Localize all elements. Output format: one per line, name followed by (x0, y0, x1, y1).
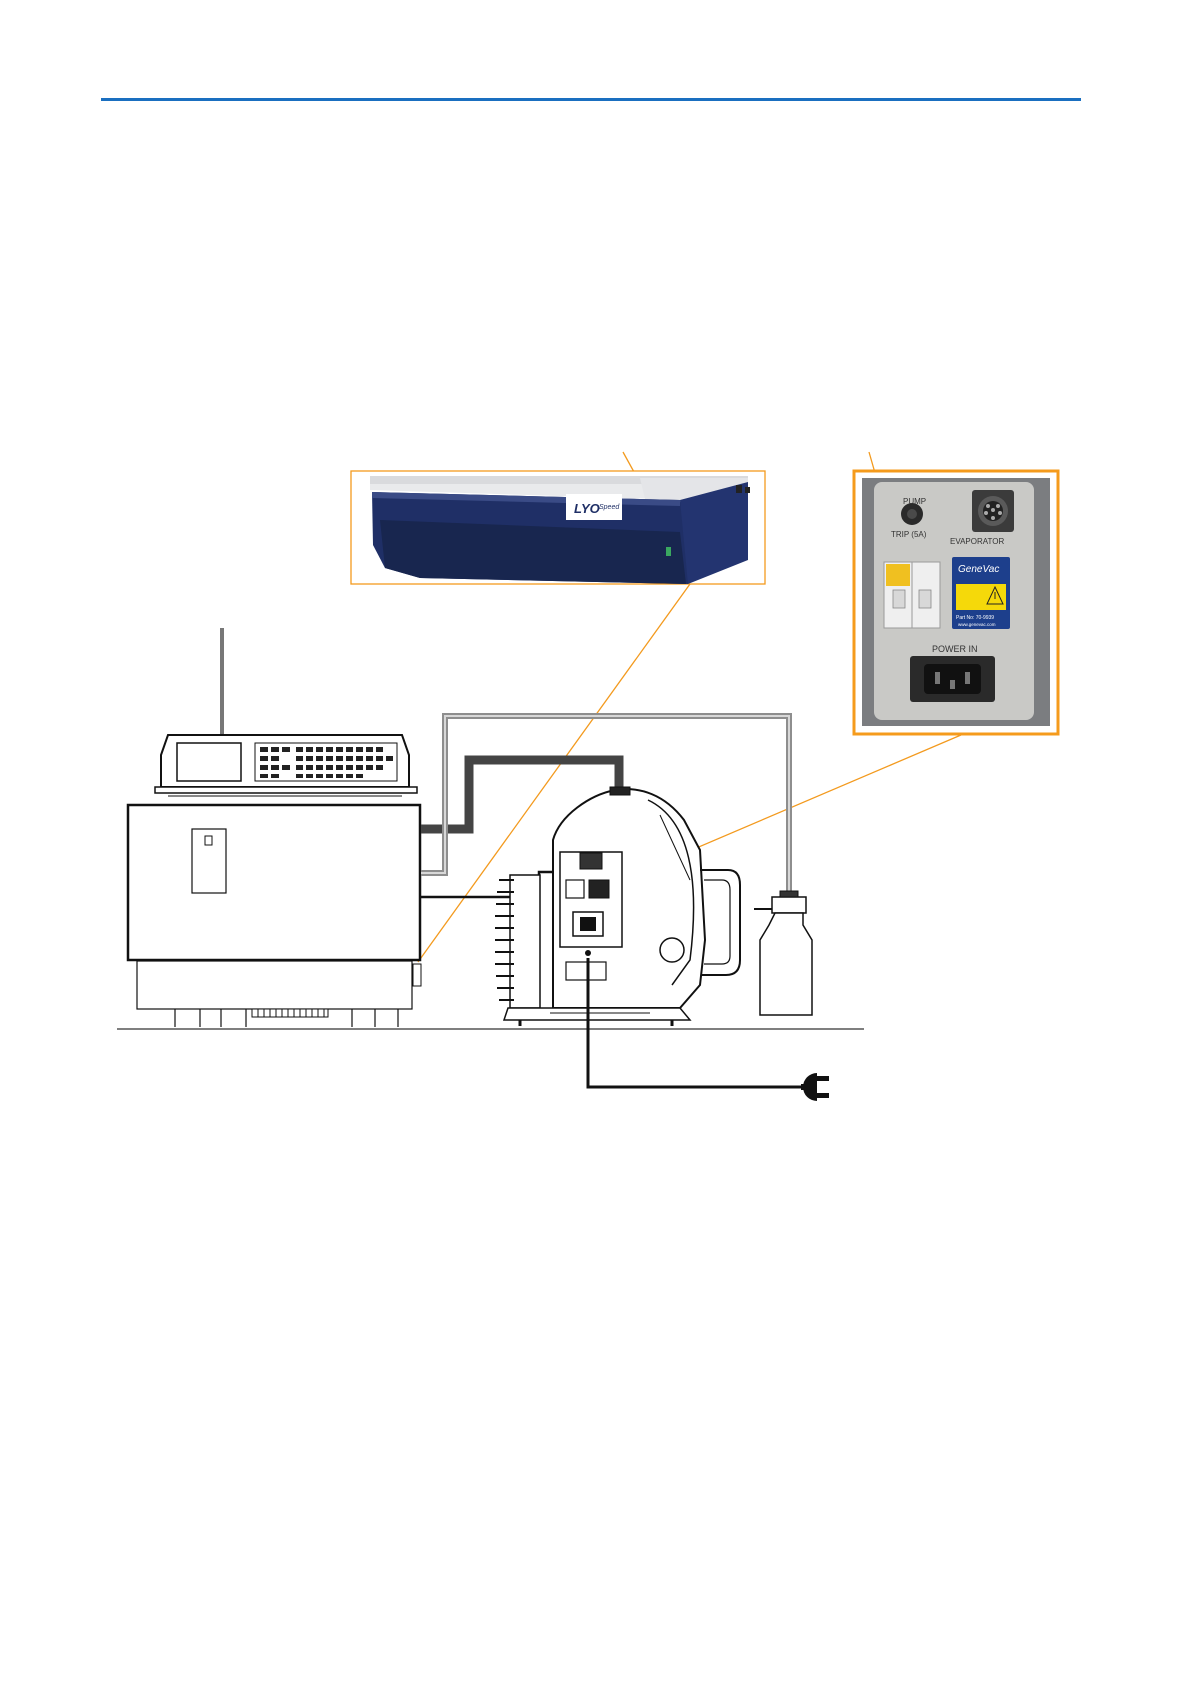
base-vents (175, 1009, 398, 1027)
lyospeed-body (128, 805, 420, 960)
pump-breaker (566, 880, 584, 898)
controller-display (177, 743, 241, 781)
warning-sticker (956, 584, 1006, 610)
lyospeed-power-switch (413, 964, 421, 986)
website: www.genevac.com (958, 622, 996, 627)
pump-trip-switch (580, 853, 602, 869)
controller-unit (155, 735, 417, 796)
catchpot-bottle (754, 891, 812, 1015)
pump-label: PUMP (903, 497, 926, 506)
vacuum-pump (495, 787, 740, 1026)
evaporator-label: EVAPORATOR (950, 537, 1004, 546)
pump-evaporator-socket (589, 880, 609, 898)
pump-panel-photo: PUMP TRIP (5A) EVAPORATOR GeneVac Part N… (854, 471, 1058, 734)
lyospeed-photo: LYO Speed (351, 471, 765, 584)
installation-line-drawing (117, 628, 864, 1087)
trip-label: TRIP (5A) (891, 530, 927, 539)
genevac-brand: GeneVac (958, 564, 999, 575)
lyospeed-base (137, 961, 412, 1009)
power-in-label: POWER IN (932, 644, 978, 654)
lyospeed-indicator (666, 547, 671, 556)
part-number: Part No: 70-9939 (956, 615, 994, 621)
pump-motor-cap (660, 938, 684, 962)
lyospeed-logo-suffix: Speed (599, 504, 620, 511)
power-plug-icon (801, 1073, 829, 1101)
lyospeed-logo-text: LYO (574, 501, 600, 516)
